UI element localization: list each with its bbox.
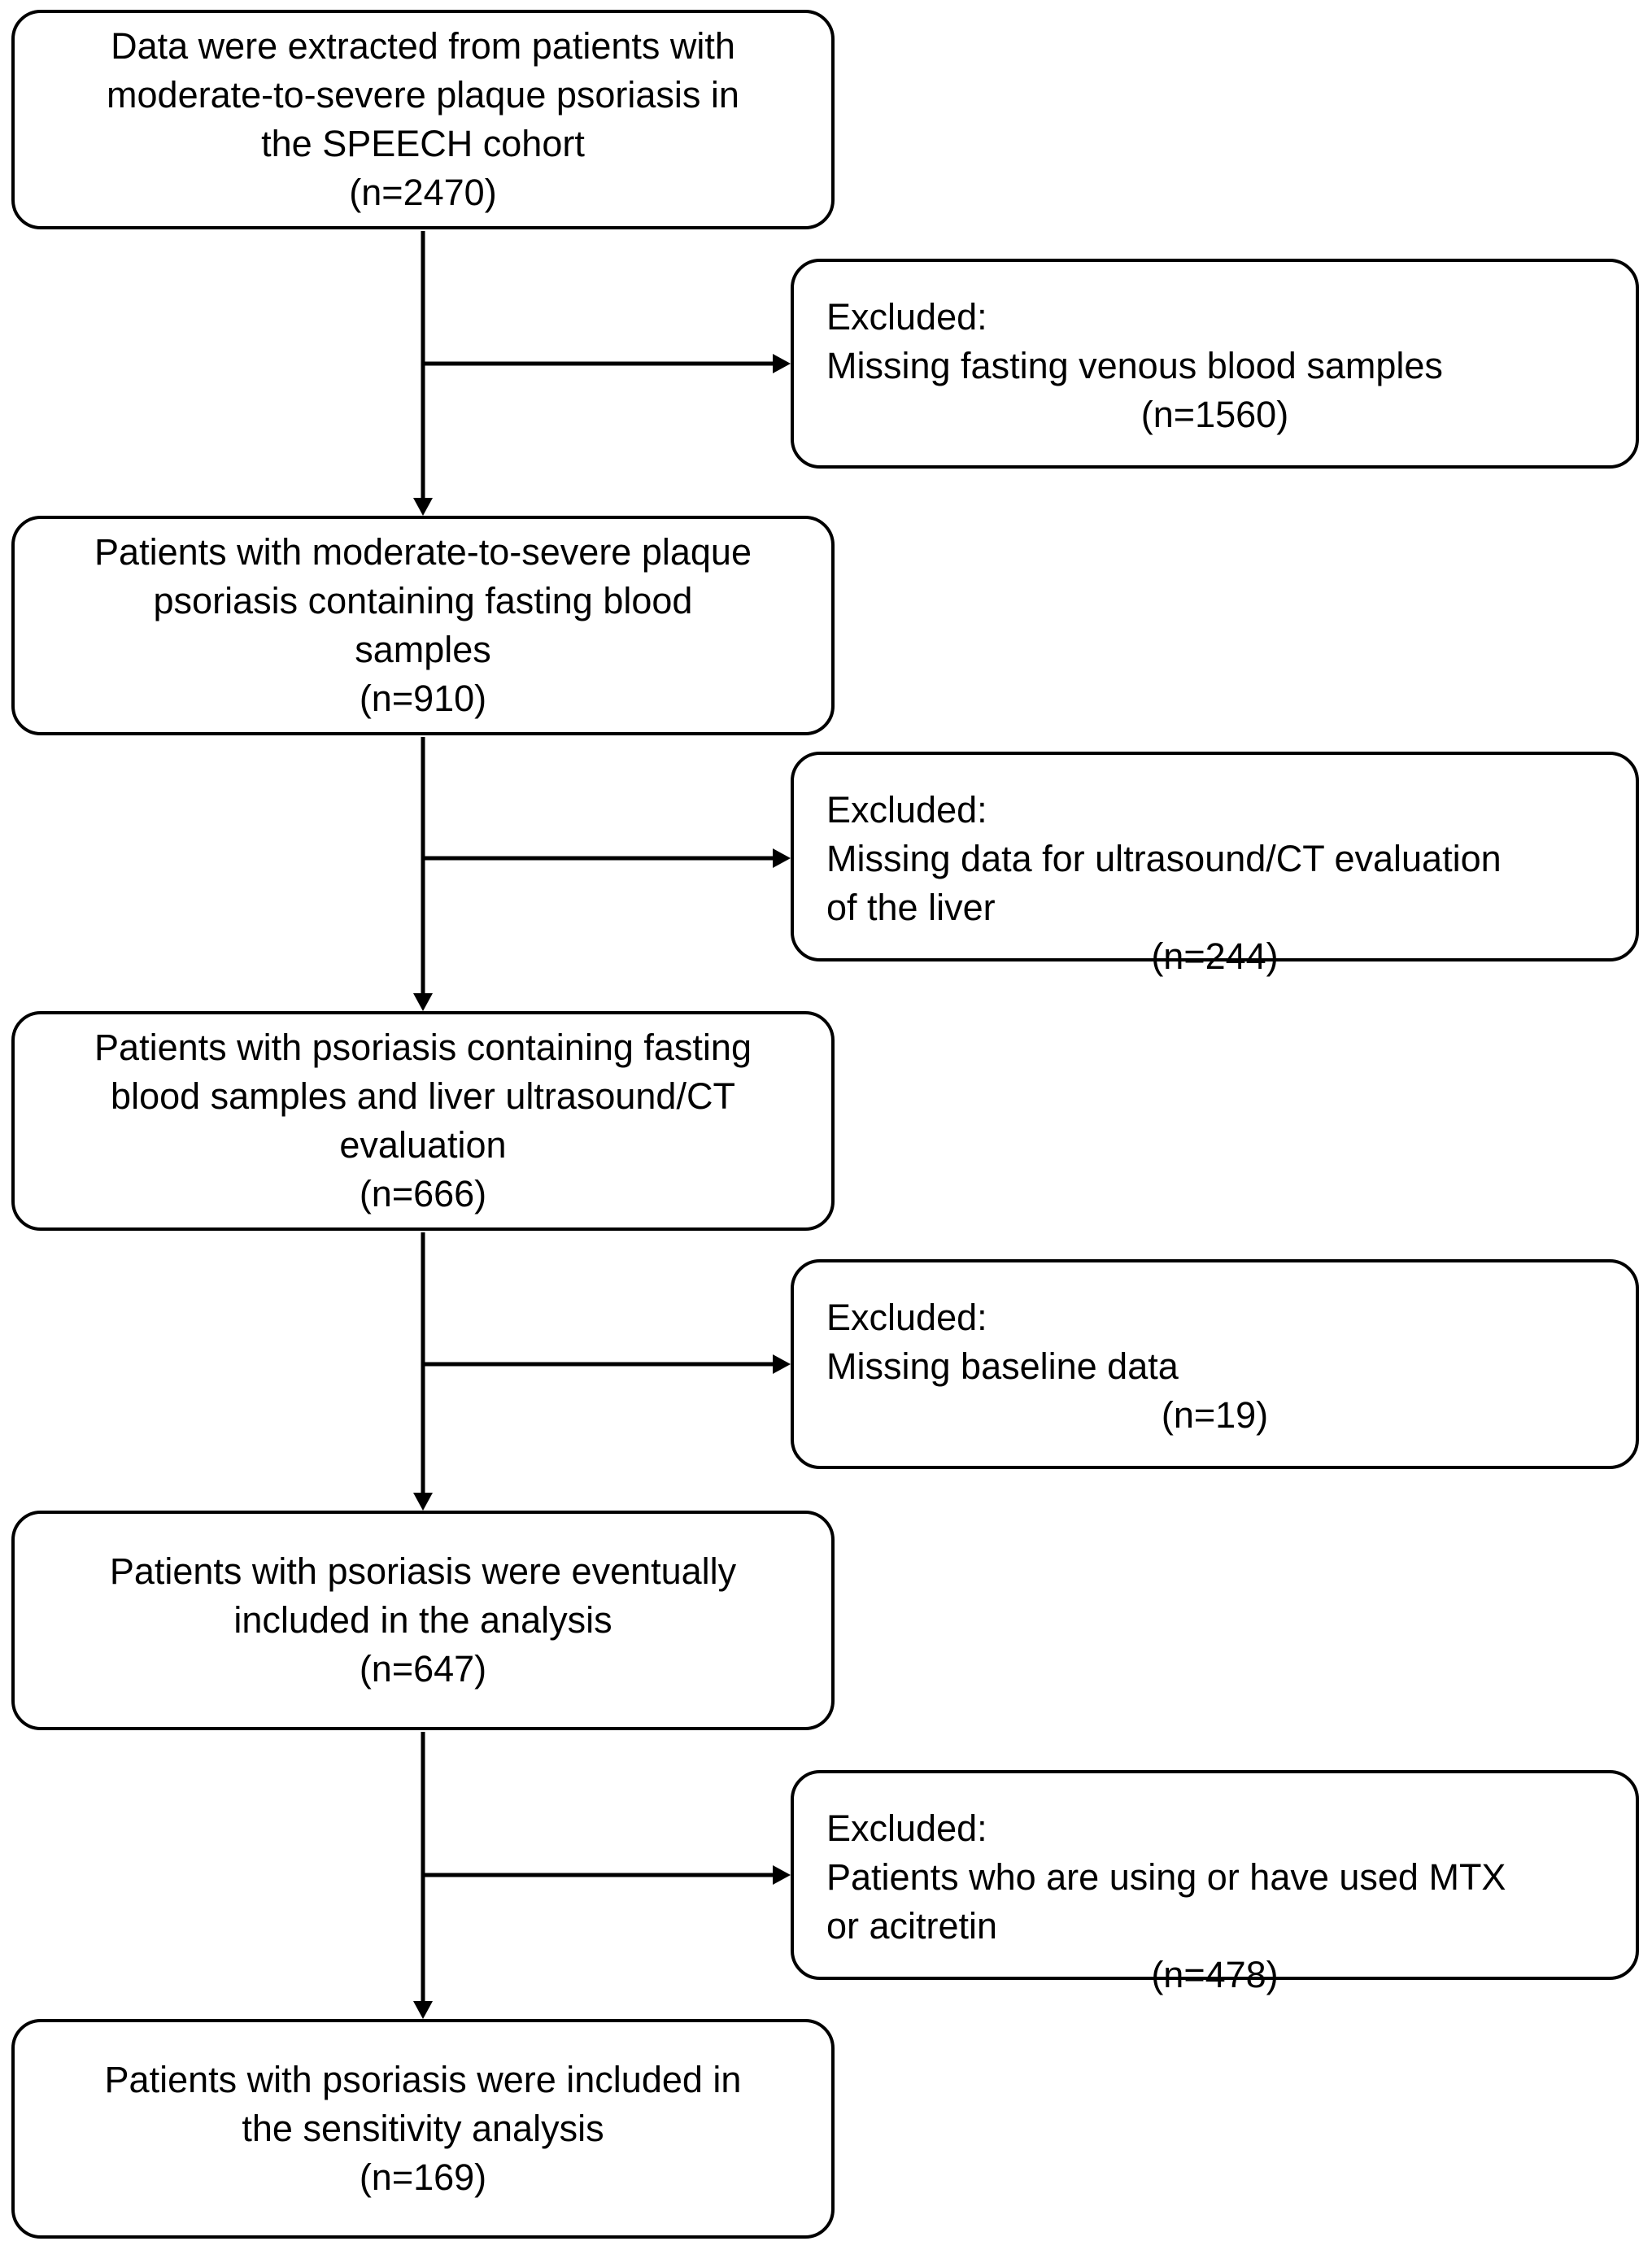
- arrowhead-exclusion-3: [773, 1354, 791, 1374]
- step-2-line-1: Patients with moderate-to-severe plaque: [94, 531, 752, 573]
- flow-step-3-box: Patients with psoriasis containing fasti…: [11, 1011, 835, 1231]
- exclusion-box-3: Excluded: Missing baseline data (n=19): [791, 1259, 1639, 1469]
- arrowhead-exclusion-2: [773, 848, 791, 868]
- arrowhead-step4: [413, 1493, 433, 1511]
- exclusion-2-count: (n=244): [1151, 935, 1279, 977]
- exclusion-1-count: (n=1560): [1140, 394, 1289, 435]
- step-4-count: (n=647): [359, 1648, 487, 1690]
- arrowhead-exclusion-1: [773, 354, 791, 373]
- step-1-line-3: the SPEECH cohort: [261, 123, 585, 164]
- step-2-line-3: samples: [355, 629, 491, 670]
- exclusion-2-heading: Excluded:: [826, 789, 987, 831]
- exclusion-3-heading: Excluded:: [826, 1297, 987, 1338]
- exclusion-1-heading: Excluded:: [826, 296, 987, 338]
- exclusion-4-line-2: or acitretin: [826, 1905, 998, 1947]
- vertical-arrows: [413, 231, 433, 2019]
- step-5-count: (n=169): [359, 2156, 487, 2198]
- step-1-line-2: moderate-to-severe plaque psoriasis in: [107, 74, 739, 116]
- horizontal-arrows: [423, 354, 791, 1885]
- arrowhead-step3: [413, 993, 433, 1011]
- step-3-line-2: blood samples and liver ultrasound/CT: [111, 1075, 735, 1117]
- exclusion-box-1: Excluded: Missing fasting venous blood s…: [791, 259, 1639, 469]
- flow-step-5-box: Patients with psoriasis were included in…: [11, 2019, 835, 2239]
- step-4-line-1: Patients with psoriasis were eventually: [109, 1550, 737, 1592]
- step-2-line-2: psoriasis containing fasting blood: [153, 580, 693, 621]
- step-1-count: (n=2470): [349, 172, 497, 213]
- arrowhead-exclusion-4: [773, 1865, 791, 1885]
- exclusion-2-line-2: of the liver: [826, 887, 996, 928]
- step-4-line-2: included in the analysis: [233, 1599, 612, 1641]
- exclusion-4-heading: Excluded:: [826, 1807, 987, 1849]
- step-1-line-1: Data were extracted from patients with: [111, 25, 735, 67]
- exclusion-4-line-1: Patients who are using or have used MTX: [826, 1856, 1506, 1898]
- step-5-line-2: the sensitivity analysis: [242, 2108, 604, 2149]
- step-3-line-3: evaluation: [339, 1124, 507, 1166]
- step-5-line-1: Patients with psoriasis were included in: [104, 2059, 742, 2100]
- exclusion-2-line-1: Missing data for ultrasound/CT evaluatio…: [826, 838, 1502, 879]
- arrowhead-step5: [413, 2001, 433, 2019]
- exclusion-box-4: Excluded: Patients who are using or have…: [791, 1770, 1639, 1995]
- flow-step-1-box: Data were extracted from patients with m…: [11, 10, 835, 229]
- step-2-count: (n=910): [359, 678, 487, 719]
- exclusion-3-count: (n=19): [1161, 1394, 1269, 1436]
- exclusion-4-count: (n=478): [1151, 1954, 1279, 1995]
- step-3-count: (n=666): [359, 1173, 487, 1214]
- arrowhead-step2: [413, 498, 433, 516]
- exclusion-1-line-1: Missing fasting venous blood samples: [826, 345, 1443, 386]
- exclusion-box-2: Excluded: Missing data for ultrasound/CT…: [791, 752, 1639, 977]
- flow-step-2-box: Patients with moderate-to-severe plaque …: [11, 516, 835, 735]
- exclusion-3-line-1: Missing baseline data: [826, 1345, 1179, 1387]
- step-3-line-1: Patients with psoriasis containing fasti…: [94, 1027, 752, 1068]
- flow-step-4-box: Patients with psoriasis were eventually …: [11, 1511, 835, 1730]
